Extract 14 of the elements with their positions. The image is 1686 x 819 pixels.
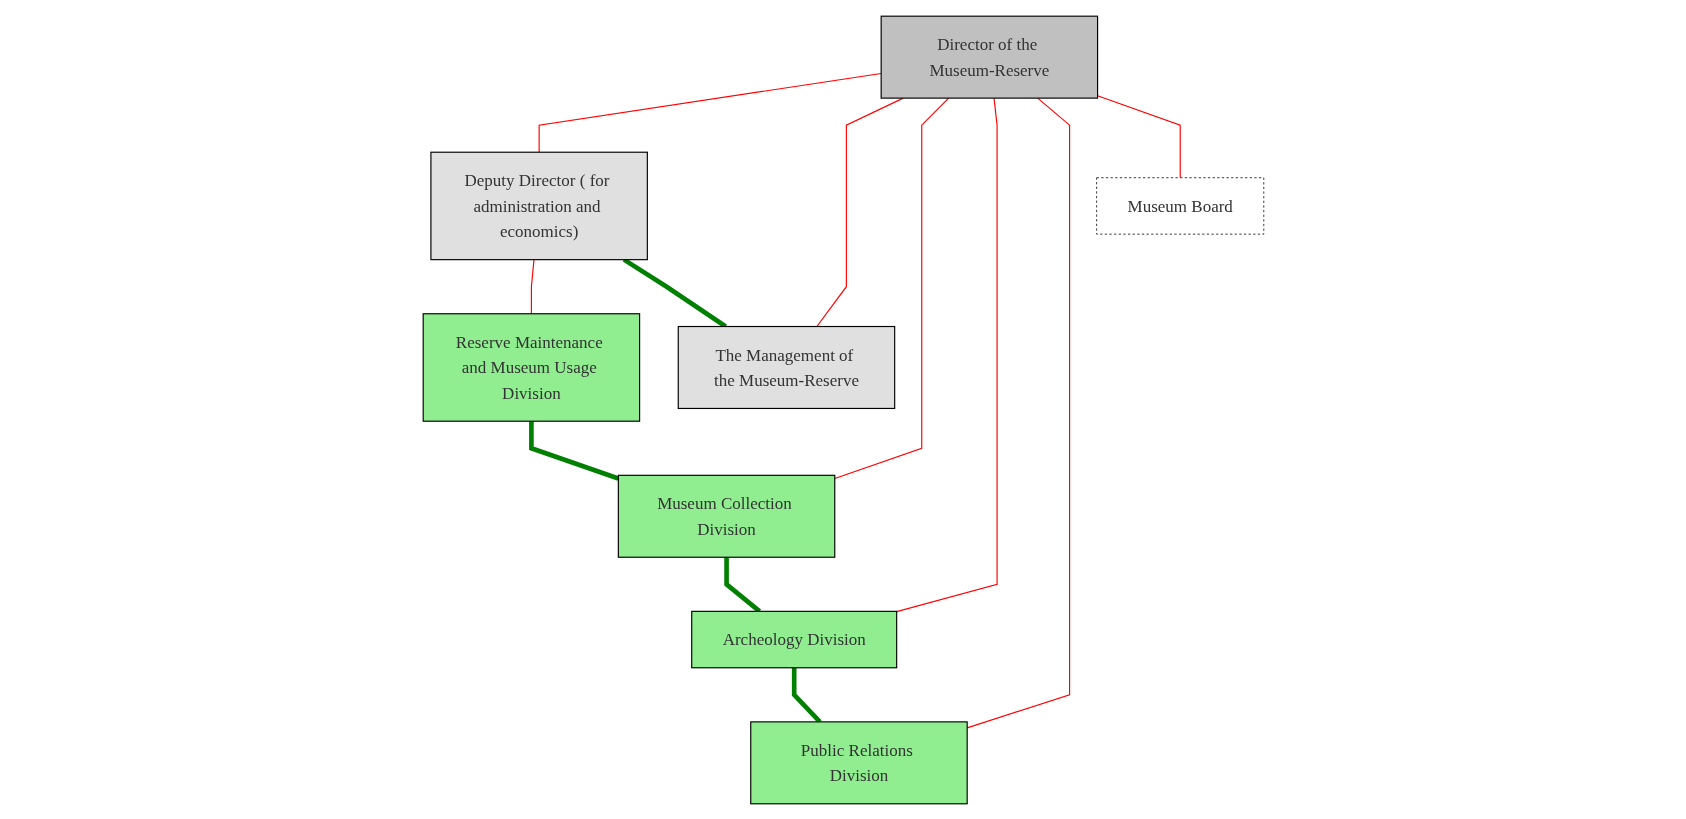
connector [791,667,822,723]
node-box: Archeology Division [690,610,897,668]
node-box: Museum Board [1095,176,1264,235]
connector [895,97,998,612]
connector [815,97,904,327]
node-box: Deputy Director ( for administration and economics) [429,151,648,260]
node-box: Museum Collection Division [617,474,835,558]
node-box: The Management of the Museum-Reserve [677,325,895,409]
node-box: Director of the Museum-Reserve [880,15,1098,99]
connector [966,97,1070,728]
connector [530,258,535,314]
node-box: Public Relations Division [749,720,968,804]
connector [1096,94,1181,178]
node-box: Reserve Maintenance and Museum Usage Division [422,312,640,422]
